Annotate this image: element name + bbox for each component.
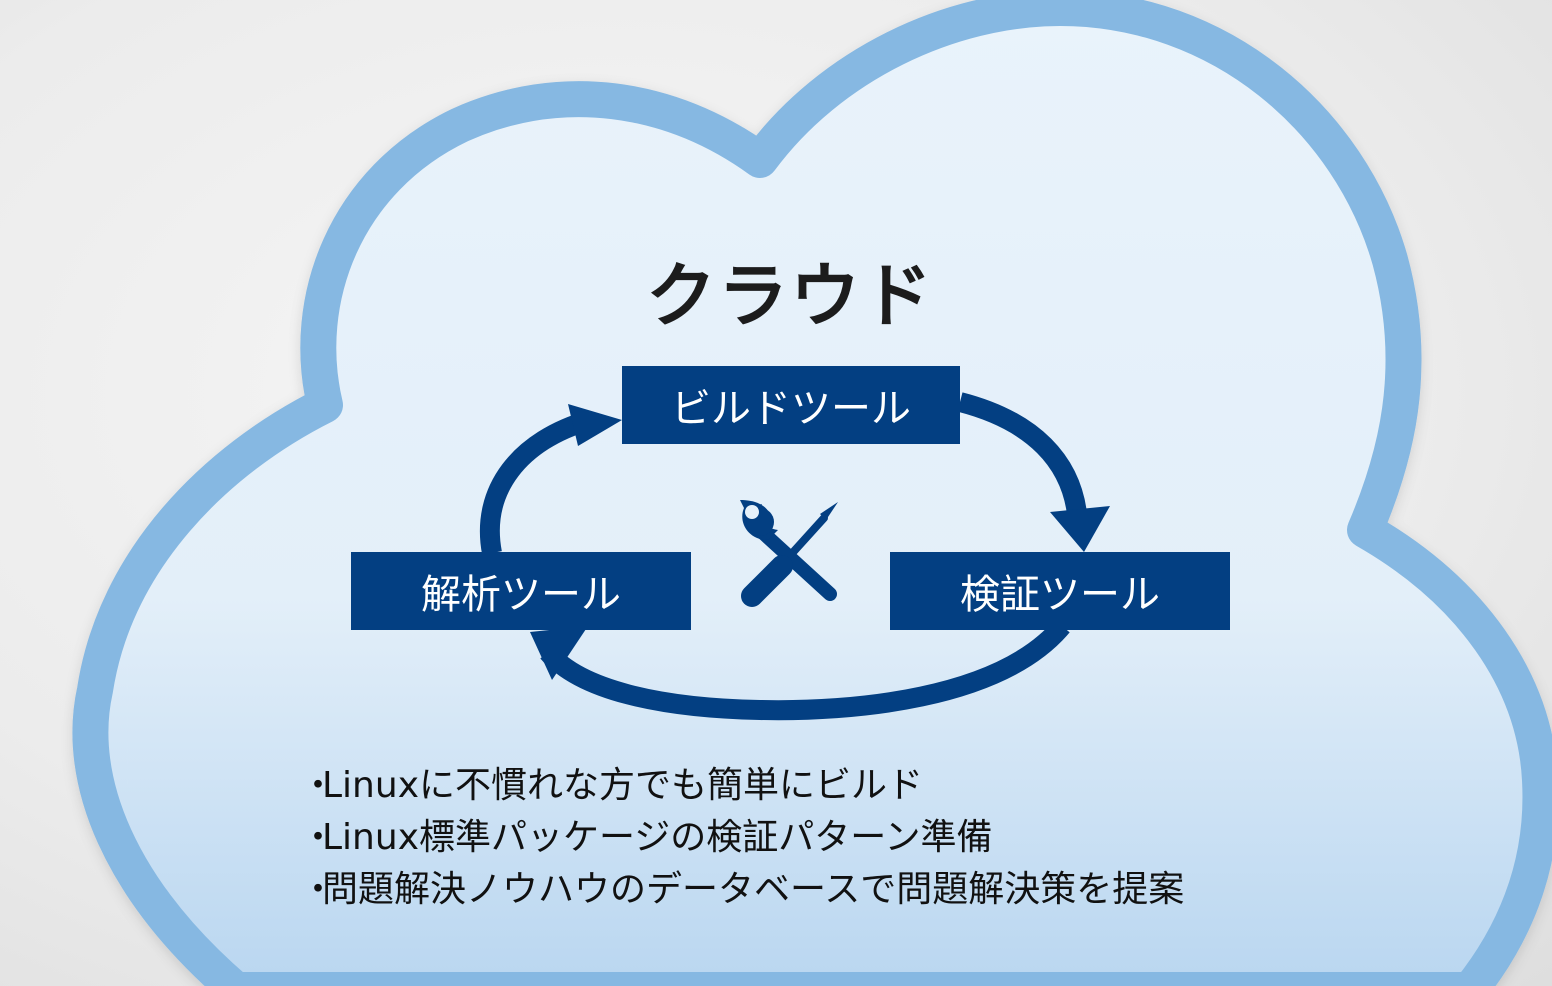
feature-text: Linux標準パッケージの検証パターン準備 bbox=[322, 817, 993, 858]
bullet-glyph: ・ bbox=[300, 869, 337, 910]
analyze-tool-label: 解析ツール bbox=[421, 572, 621, 618]
analyze-tool-box: 解析ツール bbox=[351, 552, 691, 630]
arrowhead-build-to-verify bbox=[1050, 506, 1110, 552]
build-tool-box: ビルドツール bbox=[622, 366, 960, 444]
feature-item: ・Linux標準パッケージの検証パターン準備 bbox=[300, 812, 1400, 864]
arrow-build-to-verify bbox=[957, 392, 1088, 526]
arrow-verify-to-analyze bbox=[540, 619, 1070, 721]
feature-text: Linuxに不慣れな方でも簡単にビルド bbox=[322, 765, 923, 806]
feature-item: ・Linuxに不慣れな方でも簡単にビルド bbox=[300, 760, 1400, 812]
page-title: クラウド bbox=[646, 255, 934, 337]
arrowhead-verify-to-analyze bbox=[530, 626, 588, 680]
verify-tool-box: 検証ツール bbox=[890, 552, 1230, 630]
feature-list: ・Linuxに不慣れな方でも簡単にビルド ・Linux標準パッケージの検証パター… bbox=[300, 760, 1400, 916]
feature-item: ・問題解決ノウハウのデータベースで問題解決策を提案 bbox=[300, 864, 1400, 916]
build-tool-label: ビルドツール bbox=[671, 386, 911, 432]
arrow-analyze-to-build bbox=[479, 410, 593, 555]
feature-text: 問題解決ノウハウのデータベースで問題解決策を提案 bbox=[322, 869, 1185, 910]
bullet-glyph: ・ bbox=[300, 765, 337, 806]
verify-tool-label: 検証ツール bbox=[960, 572, 1160, 618]
bullet-glyph: ・ bbox=[300, 817, 337, 858]
arrowhead-analyze-to-build bbox=[568, 404, 622, 446]
cloud-shape bbox=[72, 0, 1552, 986]
cycle-arrows bbox=[479, 392, 1110, 721]
wrench-screwdriver-icon bbox=[740, 500, 838, 607]
